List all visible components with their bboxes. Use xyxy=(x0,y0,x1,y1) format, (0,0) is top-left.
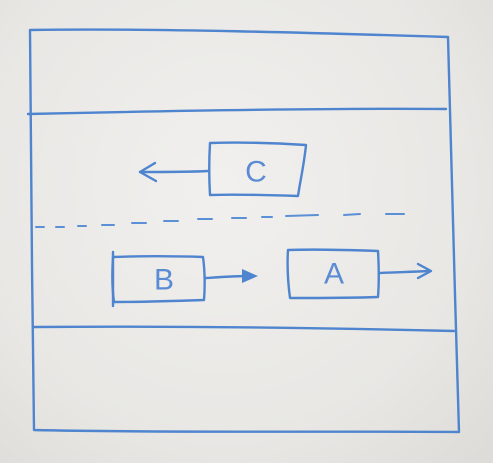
car-a-arrow-shaft xyxy=(378,269,430,275)
road-edge-top xyxy=(26,107,448,116)
outer-frame xyxy=(28,28,461,434)
car-c-label: C xyxy=(245,156,267,189)
car-c-arrow-shaft xyxy=(138,169,210,174)
lane-divider xyxy=(35,213,405,228)
car-c-arrow-head xyxy=(138,161,158,183)
car-b: B xyxy=(111,250,258,308)
road-edge-bottom xyxy=(32,325,456,333)
car-b-arrow-head xyxy=(242,269,258,283)
car-a-label: A xyxy=(324,258,344,291)
car-b-label: B xyxy=(154,264,174,297)
car-c: C xyxy=(138,141,308,198)
car-a-arrow-head xyxy=(416,262,433,280)
car-a: A xyxy=(286,248,433,300)
car-a-body xyxy=(286,248,380,300)
car-c-body xyxy=(208,141,308,198)
